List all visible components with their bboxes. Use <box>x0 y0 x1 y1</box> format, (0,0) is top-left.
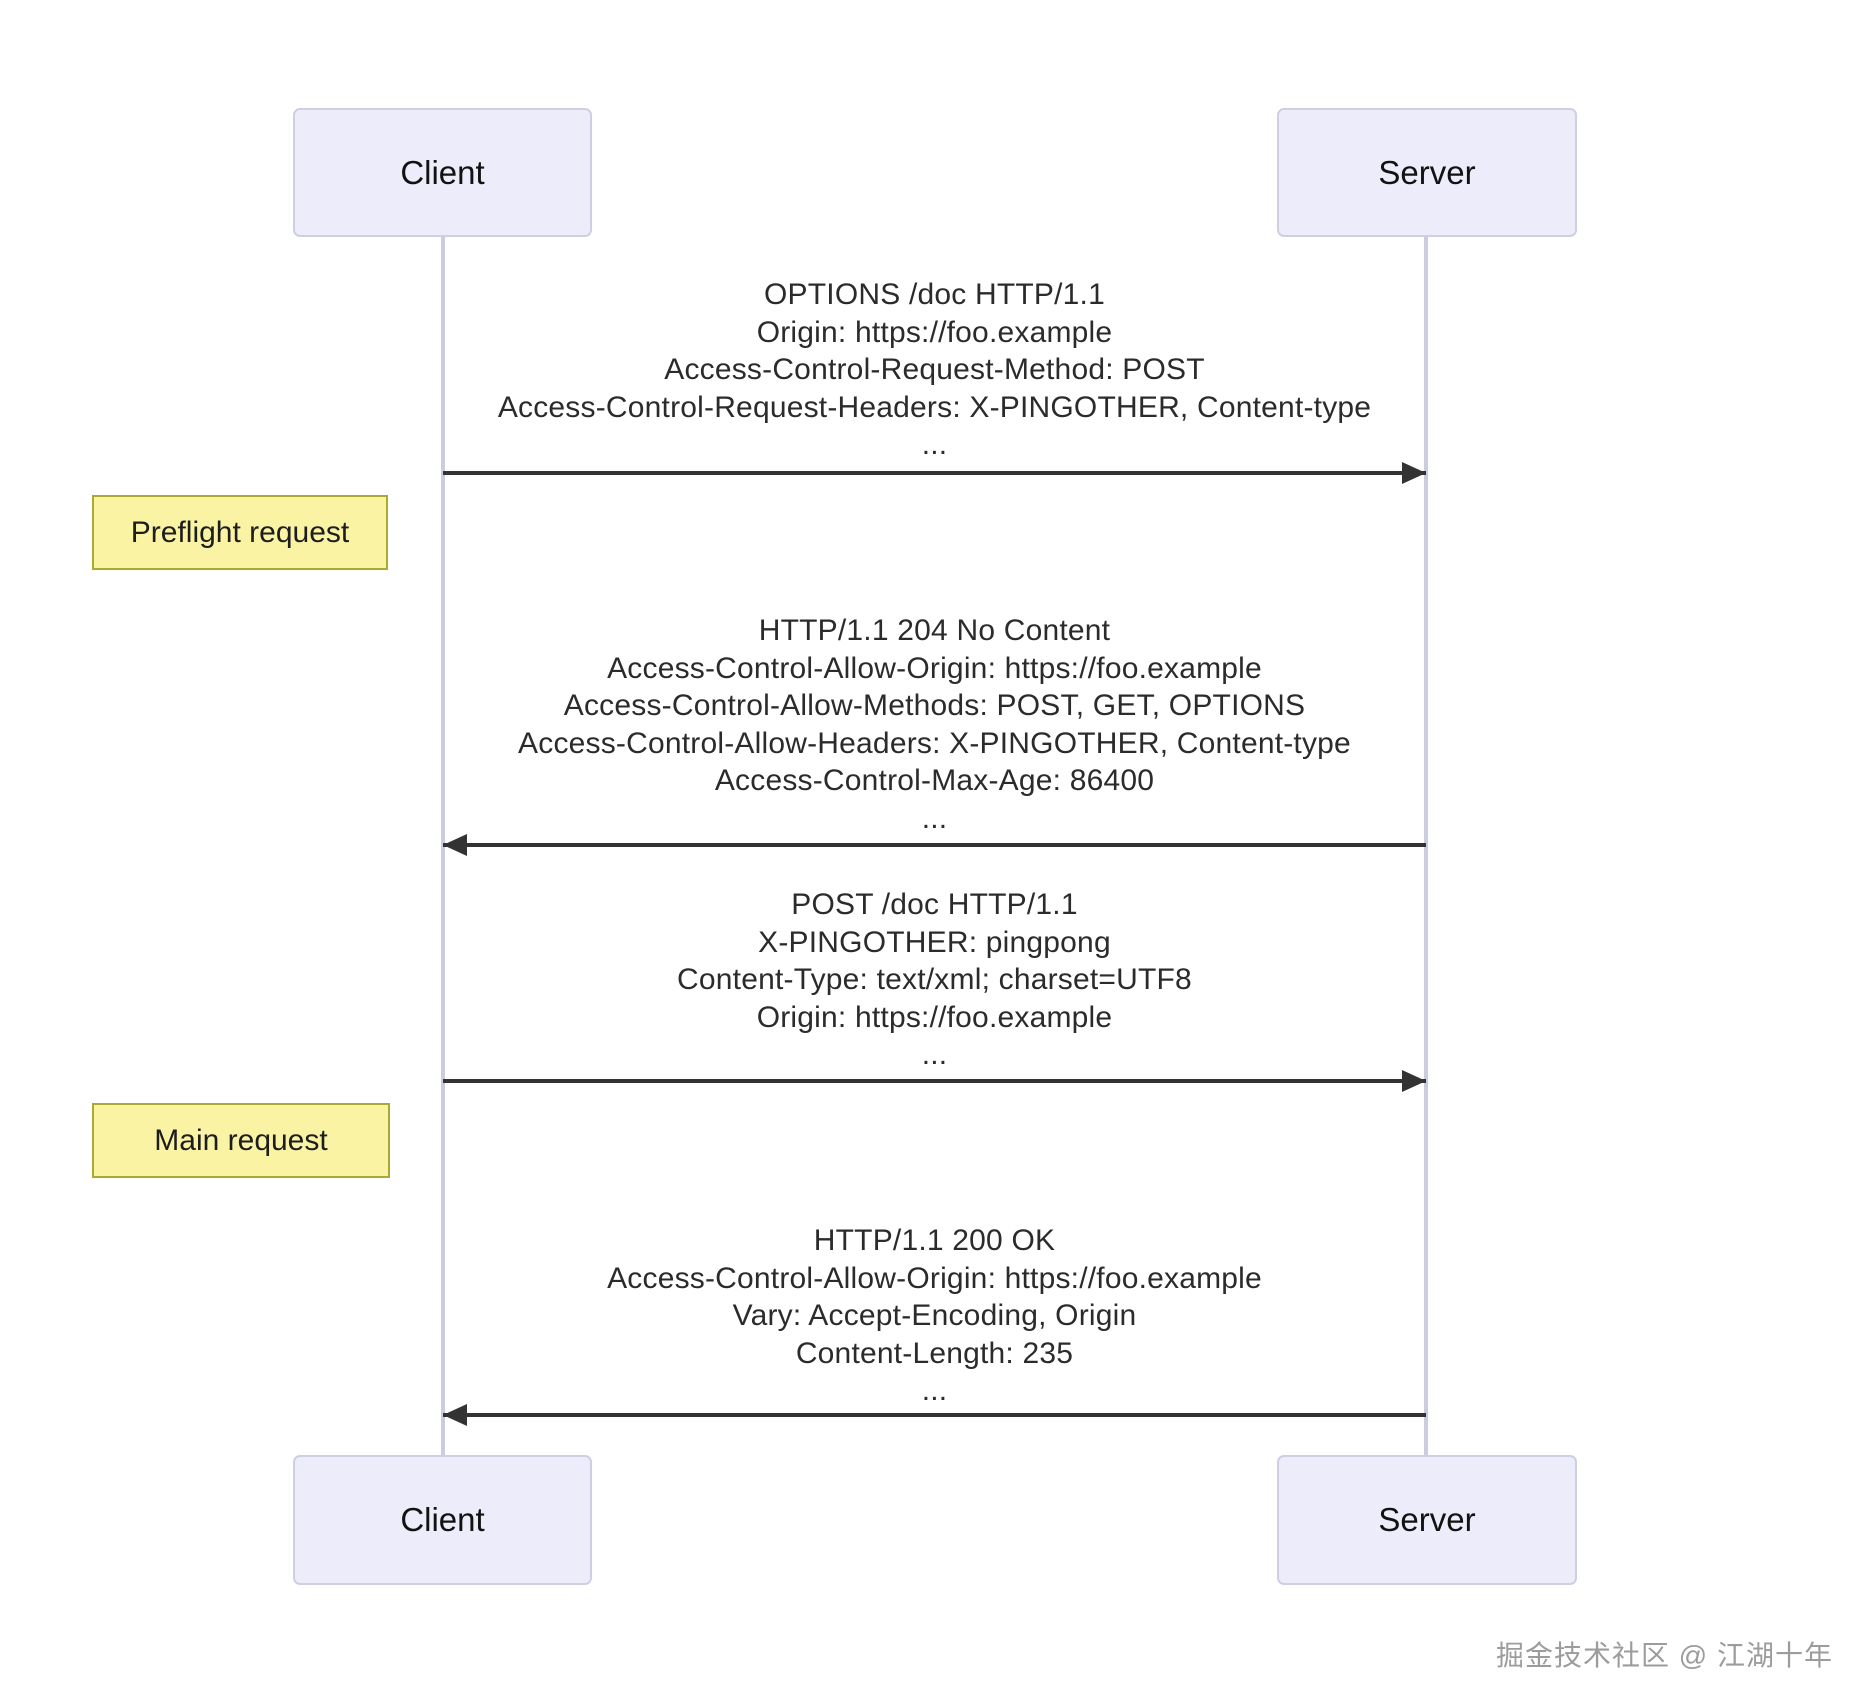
arrowhead-right-icon <box>1402 1070 1426 1092</box>
actor-client-label: Client <box>400 153 485 191</box>
actor-client-label: Client <box>400 1501 485 1538</box>
message-text-preflight-request: OPTIONS /doc HTTP/1.1 Origin: https://fo… <box>497 278 1372 461</box>
note-preflight-request: Preflight request <box>92 495 388 570</box>
message-arrow-client-to-server-2 <box>443 1070 1426 1092</box>
message-text-preflight-response: HTTP/1.1 204 No Content Access-Control-A… <box>518 614 1351 835</box>
watermark: 掘金技术社区 @ 江湖十年 <box>1496 1640 1833 1671</box>
actor-client-top: Client <box>293 108 592 237</box>
server-lifeline <box>1424 237 1428 1455</box>
note-main-label: Main request <box>154 1123 328 1157</box>
arrowhead-left-icon <box>443 834 467 856</box>
note-main-request: Main request <box>92 1103 390 1178</box>
actor-client-bottom: Client <box>293 1455 592 1585</box>
message-arrow-server-to-client-2 <box>443 1404 1426 1426</box>
note-preflight-label: Preflight request <box>130 515 350 549</box>
message-arrow-client-to-server-1 <box>443 462 1426 484</box>
arrowhead-left-icon <box>443 1404 467 1426</box>
message-text-main-response: HTTP/1.1 200 OK Access-Control-Allow-Ori… <box>607 1224 1262 1407</box>
actor-server-top: Server <box>1277 108 1577 237</box>
message-text-main-request: POST /doc HTTP/1.1 X-PINGOTHER: pingpong… <box>677 888 1192 1071</box>
arrowhead-right-icon <box>1402 462 1426 484</box>
message-arrow-server-to-client-1 <box>443 834 1426 856</box>
actor-server-label: Server <box>1378 1501 1476 1538</box>
actor-server-bottom: Server <box>1277 1455 1577 1585</box>
actor-server-label: Server <box>1378 153 1476 191</box>
